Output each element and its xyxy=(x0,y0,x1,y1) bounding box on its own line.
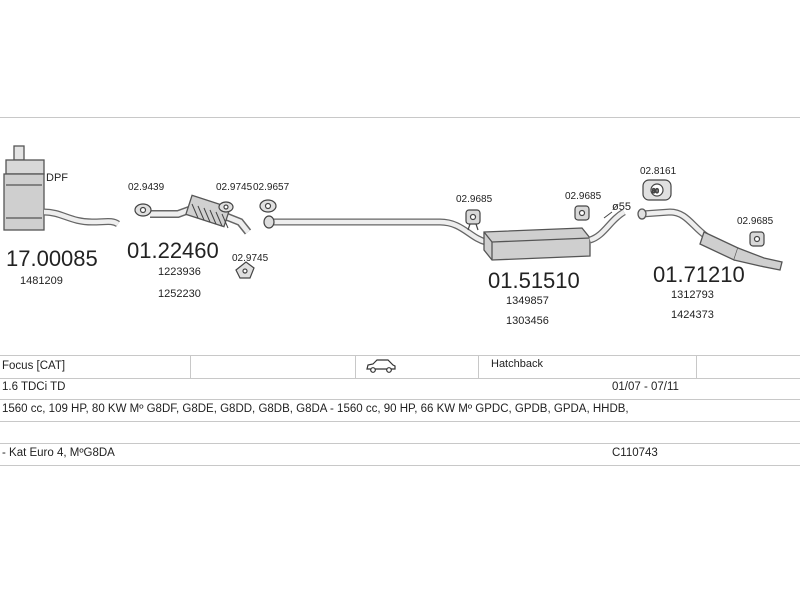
gasket-icon[interactable] xyxy=(259,199,277,213)
clamp-icon[interactable] xyxy=(235,261,255,279)
fitment-notes: - Kat Euro 4, MºG8DA xyxy=(2,447,115,459)
table-row: 1560 cc, 109 HP, 80 KW Mº G8DF, G8DE, G8… xyxy=(0,399,800,422)
front-pipe-oe-1: 1223936 xyxy=(158,266,201,278)
rear-silencer-oe-1: 1312793 xyxy=(671,289,714,301)
body-type: Hatchback xyxy=(491,358,543,370)
hanger-ring-icon[interactable]: 80 xyxy=(642,179,672,201)
top-border xyxy=(0,117,800,118)
middle-silencer[interactable] xyxy=(483,208,626,261)
fitting-label-7: 02.8161 xyxy=(640,166,677,177)
pipe-diameter-label: ø55 xyxy=(612,201,631,213)
gasket-icon[interactable] xyxy=(218,201,234,213)
fitting-label-8: 02.9685 xyxy=(737,216,774,227)
engine-specs: 1560 cc, 109 HP, 80 KW Mº G8DF, G8DE, G8… xyxy=(2,403,629,415)
fitting-label-2: 02.9745 xyxy=(216,182,253,193)
front-pipe-oe-2: 1252230 xyxy=(158,288,201,300)
intermediate-pipe[interactable] xyxy=(263,215,488,246)
rubber-mount-icon[interactable] xyxy=(465,209,481,231)
car-side-icon xyxy=(366,359,396,376)
production-years: 01/07 - 07/11 xyxy=(612,381,679,393)
middle-silencer-oe-1: 1349857 xyxy=(506,295,549,307)
middle-silencer-oe-2: 1303456 xyxy=(506,315,549,327)
dpf-oe-number: 1481209 xyxy=(20,275,63,287)
table-row: 1.6 TDCi TD 01/07 - 07/11 xyxy=(0,377,800,400)
fitting-label-3: 02.9657 xyxy=(253,182,290,193)
middle-silencer-part-number[interactable]: 01.51510 xyxy=(488,268,580,293)
gasket-icon[interactable] xyxy=(134,203,152,217)
fitting-label-1: 02.9439 xyxy=(128,182,165,193)
rear-silencer-oe-2: 1424373 xyxy=(671,309,714,321)
front-pipe[interactable] xyxy=(150,194,252,235)
rubber-mount-icon[interactable] xyxy=(749,231,765,247)
table-row: - Kat Euro 4, MºG8DA C110743 xyxy=(0,443,800,466)
rear-silencer[interactable] xyxy=(637,208,783,271)
fitting-label-5: 02.9685 xyxy=(456,194,493,205)
flex-section xyxy=(185,194,231,229)
table-row xyxy=(0,421,800,444)
vehicle-model: Focus [CAT] xyxy=(2,360,66,372)
fitting-label-4: 02.9745 xyxy=(232,253,269,264)
dpf-tag: DPF xyxy=(46,172,68,184)
fitting-label-6: 02.9685 xyxy=(565,191,602,202)
rubber-mount-icon[interactable] xyxy=(574,205,590,221)
svg-text:80: 80 xyxy=(652,189,659,195)
dpf-part-number[interactable]: 17.00085 xyxy=(6,246,98,271)
catalog-code: C110743 xyxy=(612,447,658,459)
rear-silencer-part-number[interactable]: 01.71210 xyxy=(653,262,745,287)
front-pipe-part-number[interactable]: 01.22460 xyxy=(127,238,219,263)
dpf-unit[interactable] xyxy=(3,145,120,231)
diameter-arrow xyxy=(603,211,613,219)
engine-type: 1.6 TDCi TD xyxy=(2,381,66,393)
table-row: Focus [CAT] Hatchback xyxy=(0,355,800,379)
